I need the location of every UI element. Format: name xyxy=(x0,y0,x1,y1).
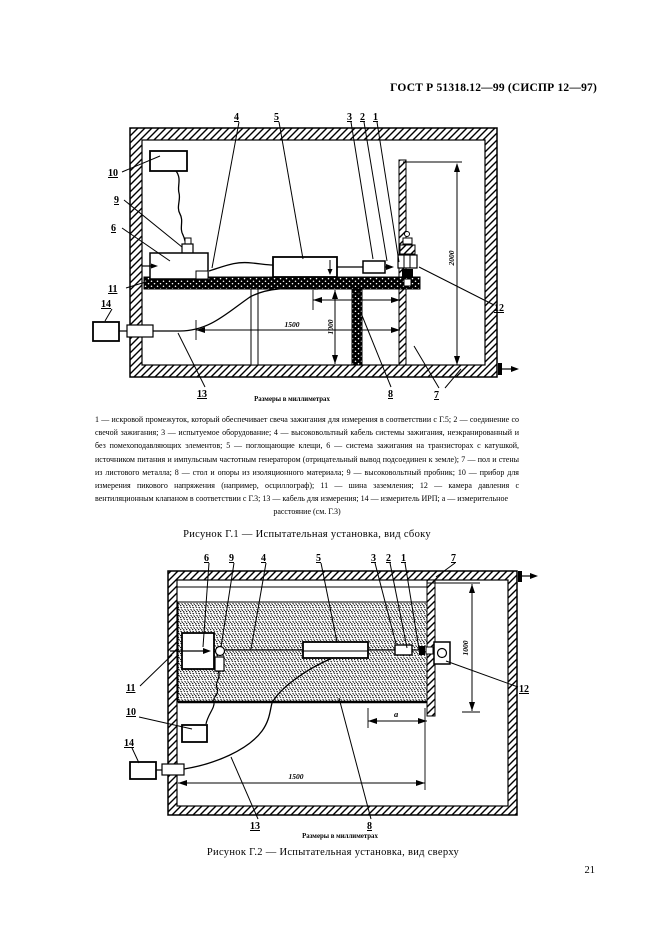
oscilloscope-box xyxy=(149,150,188,172)
callout-8: 8 xyxy=(388,389,393,400)
hv-cable xyxy=(208,261,274,272)
measuring-receiver xyxy=(92,321,154,342)
fig2-units-note: Размеры в миллиметрах xyxy=(302,833,378,840)
dim-distance-a: а xyxy=(367,708,427,728)
chamber-walls xyxy=(129,127,498,378)
peak-voltage-meter-box xyxy=(181,724,208,743)
fig2-caption: Рисунок Г.2 — Испытательная установка, в… xyxy=(206,847,460,858)
callout-lines xyxy=(131,562,519,820)
measuring-cable xyxy=(153,287,319,332)
absorbing-clamp xyxy=(272,256,338,278)
callout-11: 11 xyxy=(108,284,117,295)
fig1-caption: Рисунок Г.1 — Испытательная установка, в… xyxy=(183,529,431,540)
callout-labels: 6 9 4 5 3 2 1 7 11 10 14 13 8 12 xyxy=(124,553,529,832)
ignition-system-box xyxy=(142,252,209,280)
dim-a-label: а xyxy=(394,709,399,719)
callout-9: 9 xyxy=(229,553,234,564)
callout-10: 10 xyxy=(108,168,118,179)
legend-body: 1 — искровой промежуток, который обеспеч… xyxy=(95,415,519,504)
dim-a-label: а xyxy=(357,289,362,299)
measuring-cable xyxy=(183,658,331,770)
callout-14: 14 xyxy=(124,738,134,749)
dim-1500-label: 1500 xyxy=(285,320,300,329)
callout-12: 12 xyxy=(519,684,529,695)
callout-13: 13 xyxy=(197,389,207,400)
probe-lead-cable xyxy=(175,170,187,246)
measuring-receiver xyxy=(129,761,185,780)
callout-7: 7 xyxy=(451,553,456,564)
page-number: 21 xyxy=(584,865,596,876)
callout-11: 11 xyxy=(126,683,135,694)
callout-14: 14 xyxy=(101,299,111,310)
callout-9: 9 xyxy=(114,195,119,206)
callout-10: 10 xyxy=(126,707,136,718)
callout-2: 2 xyxy=(386,553,391,564)
callout-labels: 4 5 3 2 1 10 9 6 11 14 13 8 7 12 xyxy=(101,112,504,401)
callout-8: 8 xyxy=(367,821,372,832)
callout-6: 6 xyxy=(204,553,209,564)
dim-1000-label: 1000 xyxy=(326,319,335,334)
dim-table-height: 1000 xyxy=(326,290,338,364)
callout-12: 12 xyxy=(494,303,504,314)
callout-13: 13 xyxy=(250,821,260,832)
dim-distance-a: а xyxy=(312,289,400,310)
callout-5: 5 xyxy=(274,112,279,123)
callout-1: 1 xyxy=(373,112,378,123)
absorbing-clamp xyxy=(302,641,369,659)
dim-room-depth: 1000 xyxy=(427,582,480,713)
probe-lead-cable xyxy=(205,670,220,725)
ignition-system-box xyxy=(170,632,215,670)
hv-probe xyxy=(214,645,226,672)
callout-2: 2 xyxy=(360,112,365,123)
pressure-chamber xyxy=(433,641,451,665)
callout-lines xyxy=(104,121,495,389)
dim-1500-label: 1500 xyxy=(289,772,304,781)
figure-2-top-view: 1000 а 1500 xyxy=(124,553,538,832)
callout-3: 3 xyxy=(347,112,352,123)
dim-wall-height: 2000 xyxy=(403,161,462,365)
figure-legend: 1 — искровой промежуток, который обеспеч… xyxy=(95,413,519,519)
dim-1000-label: 1000 xyxy=(461,640,470,655)
figure-1-side-view: 2000 1000 а 1500 xyxy=(92,112,519,401)
callout-4: 4 xyxy=(234,112,239,123)
eut-and-spark-gap xyxy=(337,231,418,287)
callout-3: 3 xyxy=(371,553,376,564)
ground-lug xyxy=(518,571,538,582)
callout-4: 4 xyxy=(261,553,266,564)
callout-5: 5 xyxy=(316,553,321,564)
callout-1: 1 xyxy=(401,553,406,564)
legend-tail: расстояние (см. Г.3) xyxy=(273,507,341,517)
callout-7: 7 xyxy=(434,390,439,401)
ground-lug xyxy=(498,363,519,375)
dim-2000-label: 2000 xyxy=(447,250,456,266)
dim-table-width: 1500 xyxy=(178,708,426,790)
eut-and-spark-gap xyxy=(368,644,434,656)
dim-table-width: 1500 xyxy=(195,320,400,340)
standard-header: ГОСТ Р 51318.12—99 (СИСПР 12—97) xyxy=(390,82,597,94)
callout-6: 6 xyxy=(111,223,116,234)
fig1-units-note: Размеры в миллиметрах xyxy=(254,396,330,403)
